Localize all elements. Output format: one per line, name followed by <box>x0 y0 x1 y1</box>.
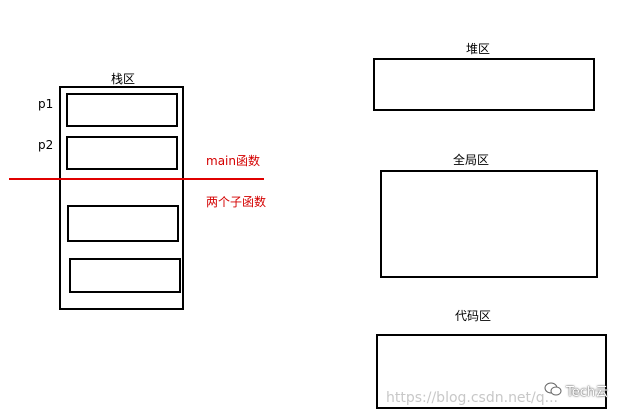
stack-slot-p2 <box>66 136 178 170</box>
stack-slot-sub1 <box>67 205 179 242</box>
wechat-icon <box>544 382 562 396</box>
stack-region <box>59 86 184 310</box>
heap-title: 堆区 <box>466 42 491 56</box>
code-region <box>376 334 607 409</box>
code-title: 代码区 <box>455 309 492 323</box>
stack-slot-label-p2: p2 <box>38 138 54 152</box>
heap-region <box>373 58 595 111</box>
main-function-label: main函数 <box>206 154 260 168</box>
watermark-brand: Tech云 <box>566 385 609 400</box>
global-region <box>380 170 598 278</box>
stack-slot-p1 <box>66 93 178 127</box>
stack-title: 栈区 <box>111 72 136 86</box>
sub-functions-label: 两个子函数 <box>206 195 267 209</box>
main-divider-line <box>9 178 264 180</box>
stack-slot-sub2 <box>69 258 181 293</box>
watermark-url: https://blog.csdn.net/q... <box>386 390 558 406</box>
stack-slot-label-p1: p1 <box>38 97 54 111</box>
global-title: 全局区 <box>453 153 490 167</box>
